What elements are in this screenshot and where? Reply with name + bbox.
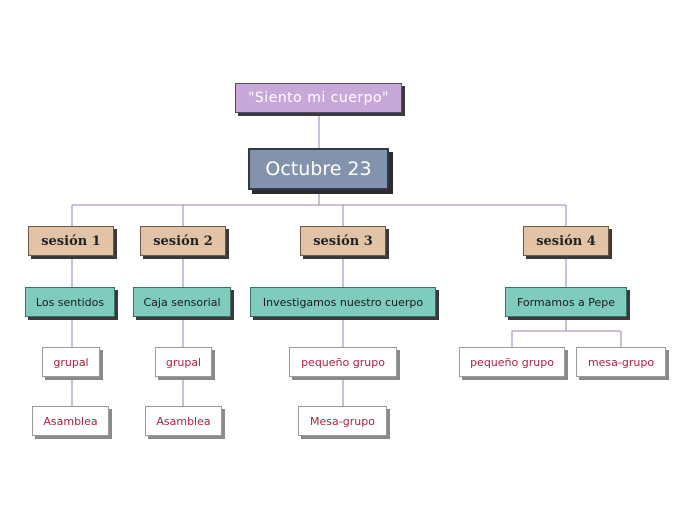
- session-2-leaf-2[interactable]: Asamblea: [145, 406, 222, 436]
- diagram-title-node[interactable]: "Siento mi cuerpo": [235, 83, 402, 113]
- session-2-topic-node[interactable]: Caja sensorial: [133, 287, 231, 317]
- session-4-leaf-1[interactable]: pequeño grupo: [459, 347, 565, 377]
- session-4-leaf-2[interactable]: mesa-grupo: [576, 347, 666, 377]
- session-4-topic-node[interactable]: Formamos a Pepe: [505, 287, 627, 317]
- session-3-leaf-2[interactable]: Mesa-grupo: [298, 406, 387, 436]
- session-1-topic-node[interactable]: Los sentidos: [25, 287, 115, 317]
- session-3-topic-node[interactable]: Investigamos nuestro cuerpo: [250, 287, 436, 317]
- session-1-node[interactable]: sesión 1: [28, 226, 114, 256]
- session-2-node[interactable]: sesión 2: [140, 226, 226, 256]
- main-topic-node[interactable]: Octubre 23: [248, 148, 389, 190]
- session-2-leaf-1[interactable]: grupal: [155, 347, 212, 377]
- session-1-leaf-2[interactable]: Asamblea: [32, 406, 109, 436]
- session-1-leaf-1[interactable]: grupal: [42, 347, 100, 377]
- session-3-leaf-1[interactable]: pequeño grupo: [289, 347, 397, 377]
- session-3-node[interactable]: sesión 3: [300, 226, 386, 256]
- session-4-node[interactable]: sesión 4: [523, 226, 609, 256]
